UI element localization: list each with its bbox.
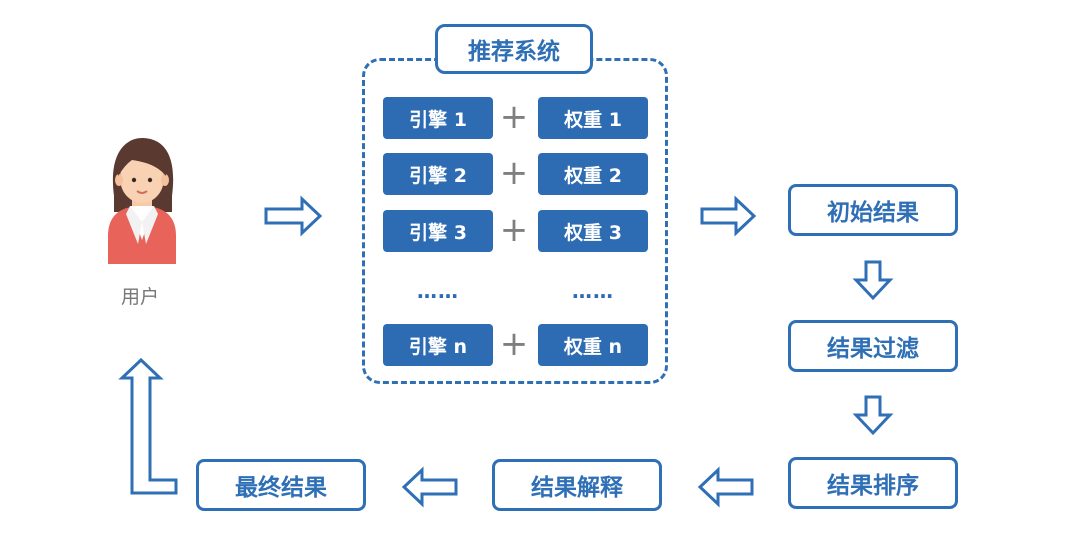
plus-sign: + — [499, 324, 529, 364]
final-result-box: 最终结果 — [196, 459, 366, 511]
initial-result-box: 初始结果 — [788, 184, 958, 236]
engine-2-chip: 引擎 2 — [383, 153, 493, 195]
user-label: 用户 — [120, 286, 159, 308]
plus-sign: + — [499, 97, 529, 137]
plus-sign: + — [499, 210, 529, 250]
ellipsis: …… — [417, 279, 459, 303]
engine-3-chip: 引擎 3 — [383, 210, 493, 252]
arrow-right-icon — [264, 195, 323, 237]
recommender-system-title: 推荐系统 — [435, 24, 593, 74]
weight-n-chip: 权重 n — [538, 324, 648, 366]
weight-2-chip: 权重 2 — [538, 153, 648, 195]
arrow-down-icon — [852, 395, 894, 436]
arrow-up-icon — [118, 357, 178, 495]
result-filter-box: 结果过滤 — [788, 320, 958, 372]
weight-1-chip: 权重 1 — [538, 97, 648, 139]
result-explain-box: 结果解释 — [492, 459, 662, 511]
ellipsis: …… — [572, 279, 614, 303]
weight-3-chip: 权重 3 — [538, 210, 648, 252]
engine-1-chip: 引擎 1 — [383, 97, 493, 139]
result-sort-box: 结果排序 — [788, 457, 958, 509]
engine-n-chip: 引擎 n — [383, 324, 493, 366]
arrow-down-icon — [852, 260, 894, 301]
plus-sign: + — [499, 153, 529, 193]
arrow-left-icon — [697, 466, 754, 508]
arrow-left-icon — [401, 466, 458, 508]
arrow-right-icon — [700, 195, 757, 237]
